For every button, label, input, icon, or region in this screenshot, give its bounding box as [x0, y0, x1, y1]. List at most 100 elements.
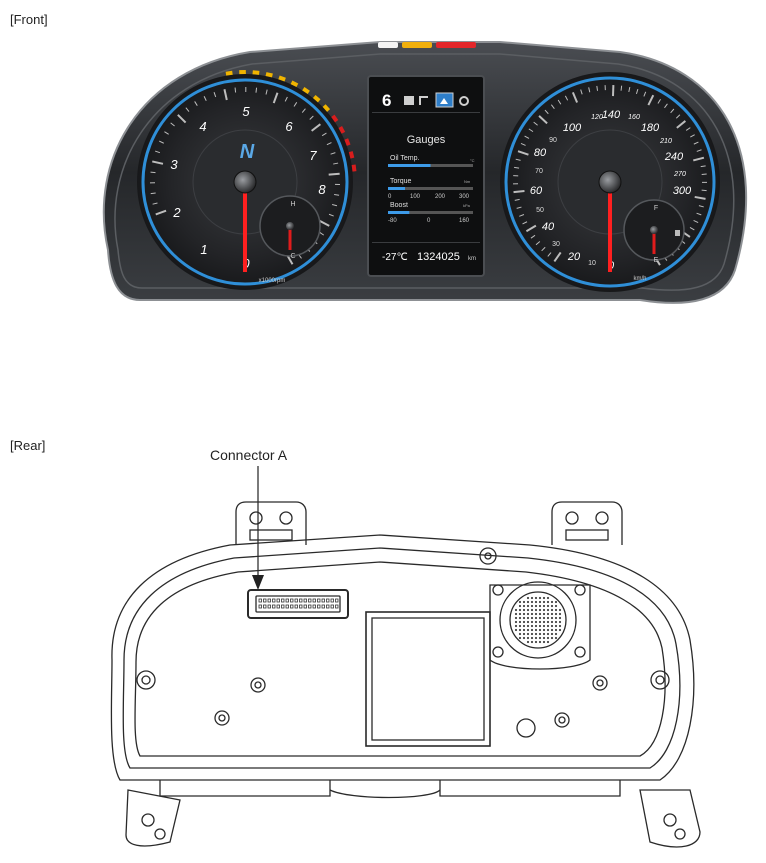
tach-tick — [326, 142, 332, 146]
speedo-num: 20 — [567, 251, 581, 263]
speaker-grille-hole — [542, 604, 546, 608]
speaker-grille-hole — [550, 604, 554, 608]
speaker-grille-hole — [546, 620, 550, 624]
speedo-num: 40 — [542, 221, 555, 233]
speaker-grille-hole — [542, 636, 546, 640]
speedo-tick — [698, 205, 704, 208]
connector-pin — [263, 604, 267, 609]
speedo-tick — [689, 227, 695, 231]
speaker-grille-hole — [542, 612, 546, 616]
front-label: [Front] — [10, 12, 48, 27]
tach-num: 2 — [172, 205, 181, 220]
connector-pin — [281, 604, 285, 609]
speaker-grille-hole — [514, 612, 518, 616]
speaker-grille-hole — [558, 624, 562, 628]
speaker-grille-hole — [530, 628, 534, 632]
speaker-grille-hole — [546, 628, 550, 632]
speedo-tick — [596, 85, 599, 91]
connector-pin — [326, 598, 330, 603]
speedo-num: 180 — [641, 122, 660, 134]
speedo-num: 210 — [659, 138, 672, 145]
speaker-grille-hole — [534, 604, 538, 608]
shift-light-segment — [344, 138, 351, 146]
speedo-tick — [564, 95, 569, 101]
speedo-num: 300 — [673, 185, 692, 197]
mount-tab-left — [235, 501, 307, 545]
gauge-scale: 200 — [435, 194, 446, 200]
connector-pin — [294, 598, 298, 603]
tach-tick — [194, 101, 198, 106]
gauge-row-unit: kPa — [463, 203, 471, 208]
speaker-grille-hole — [554, 620, 558, 624]
temp-low-label: C — [290, 253, 295, 260]
gauge-scale: 300 — [459, 194, 470, 200]
speaker-grille-hole — [530, 612, 534, 616]
speaker-grille-hole — [542, 632, 546, 636]
shift-light-segment — [302, 87, 310, 95]
connector-pin — [317, 598, 321, 603]
speaker-grille-hole — [526, 604, 530, 608]
speaker-grille-hole — [534, 636, 538, 640]
tach-tick — [330, 152, 336, 155]
speaker-grille-hole — [550, 632, 554, 636]
speaker-grille-hole — [526, 608, 530, 612]
tach-tick — [328, 172, 340, 176]
connector-pin — [317, 604, 321, 609]
speaker-grille-hole — [554, 616, 558, 620]
speedo-tick — [514, 166, 520, 169]
connector-pin — [312, 604, 316, 609]
tach-tick — [213, 92, 217, 98]
tach-tick — [234, 87, 237, 93]
tach-tick — [328, 213, 334, 217]
tach-num: 4 — [199, 119, 206, 134]
menu-icon-2 — [419, 96, 428, 105]
speedo-tick — [517, 150, 529, 156]
tach-tick — [284, 96, 288, 102]
connector-pin — [303, 604, 307, 609]
speedo-tick — [520, 143, 526, 146]
fuel-full-label: F — [654, 205, 658, 212]
speaker-grille-hole — [530, 600, 534, 604]
speedo-tick — [635, 88, 639, 95]
tach-tick — [155, 209, 167, 216]
tachometer: 0 1 2 3 4 5 6 7 8 x1000rpm N H C — [137, 70, 357, 290]
speaker-grille-hole — [558, 612, 562, 616]
speaker-grille-hole — [546, 632, 550, 636]
speaker-grille-hole — [546, 600, 550, 604]
tach-tick — [309, 115, 314, 120]
speedo-num: 120 — [591, 114, 603, 121]
screw-boss — [214, 710, 230, 726]
speaker-grille-hole — [546, 604, 550, 608]
speedo-tick — [694, 195, 706, 200]
speaker-grille-hole — [522, 608, 526, 612]
speaker-grille-hole — [522, 624, 526, 628]
speaker-grille-hole — [526, 620, 530, 624]
speaker-grille-hole — [514, 616, 518, 620]
speaker-grille-hole — [526, 596, 530, 600]
gauge-row-bar — [388, 211, 410, 214]
connector-pin — [330, 598, 334, 603]
shift-light-segment — [331, 114, 339, 123]
tach-tick — [311, 123, 321, 132]
tach-tick — [333, 162, 339, 165]
speaker-grille-hole — [542, 640, 546, 644]
connector-pin — [335, 604, 339, 609]
shift-light-segment — [252, 70, 260, 75]
speaker-grille-hole — [530, 608, 534, 612]
speedo-tick — [657, 98, 661, 104]
tach-tick — [155, 150, 161, 154]
speaker-grille-hole — [526, 612, 530, 616]
tach-tick — [321, 132, 327, 137]
speaker-grille-hole — [538, 616, 542, 620]
speedo-tick — [547, 252, 552, 257]
speaker-grille-hole — [538, 640, 542, 644]
speedo-tick — [628, 86, 631, 93]
speedo-tick — [664, 103, 668, 109]
speaker-grille-hole — [542, 628, 546, 632]
connector-pin — [299, 598, 303, 603]
speedo-tick — [533, 121, 538, 126]
speaker-grille-hole — [554, 600, 558, 604]
tach-tick — [164, 131, 169, 135]
gauge-row-label: Boost — [390, 202, 408, 209]
speedo-num: 160 — [628, 114, 640, 121]
